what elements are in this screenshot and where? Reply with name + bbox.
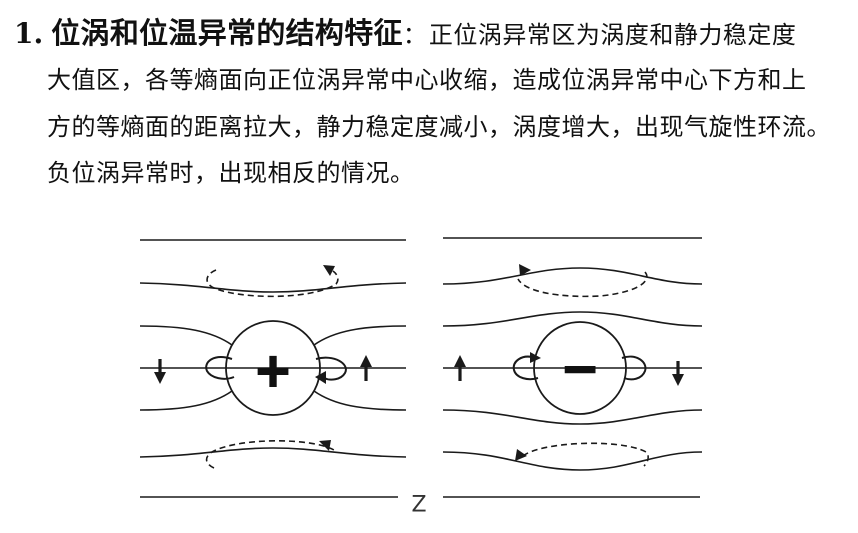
anticyclonic-hook-right — [621, 355, 647, 381]
paragraph-line-3: 方的等熵面的距离拉大，静力稳定度减小，涡度增大，出现气旋性环流。 — [47, 113, 831, 141]
paragraph-line-3-row: 方的等熵面的距离拉大，静力稳定度减小，涡度增大，出现气旋性环流。 — [47, 107, 831, 147]
heading-colon: ： — [402, 21, 427, 49]
lower-circulation — [205, 440, 335, 469]
lower-circulation — [522, 442, 649, 467]
lower-circulation-arrowhead — [515, 449, 527, 461]
positive-anomaly-panel: + — [139, 239, 407, 498]
down-arrow-icon — [154, 372, 166, 384]
paragraph-first-line: 1. 位涡和位温异常的结构特征 ： 正位涡异常区为涡度和静力稳定度 — [14, 13, 796, 53]
isentrope-near-lower-left — [139, 390, 233, 411]
paragraph-line-4: 负位涡异常时，出现相反的情况。 — [47, 159, 415, 187]
cyclonic-hook-right — [315, 356, 347, 381]
upper-circulation — [206, 269, 339, 298]
z-axis-label: Z — [411, 493, 426, 518]
isentrope-upper — [139, 282, 407, 293]
isentrope-near-lower-right — [313, 390, 407, 411]
lower-circulation-arrowhead — [319, 440, 331, 451]
positive-sign: + — [254, 343, 293, 397]
upper-circulation-arrowhead — [519, 264, 531, 276]
down-arrow-icon — [672, 374, 684, 386]
isentrope-lower — [139, 447, 407, 458]
isentrope-lower — [442, 451, 703, 471]
cyclonic-hook-left — [205, 356, 235, 380]
negative-anomaly-panel: − — [442, 237, 703, 498]
positive-anomaly-circle — [225, 320, 321, 416]
paragraph-number: 1. — [14, 17, 44, 50]
isentrope-near-upper — [442, 311, 703, 327]
isentrope-near-upper-right — [313, 325, 407, 346]
anticyclonic-hook-left — [512, 355, 539, 381]
isentrope-upper — [442, 267, 703, 285]
up-arrow-icon — [360, 355, 372, 367]
paragraph-line-2-row: 大值区，各等熵面向正位涡异常中心收缩，造成位涡异常中心下方和上 — [47, 60, 807, 100]
negative-sign: − — [561, 341, 600, 395]
paragraph-line-1: 正位涡异常区为涡度和静力稳定度 — [428, 21, 797, 49]
anticyclonic-hook-arrowhead — [530, 352, 541, 363]
up-arrow-icon — [454, 355, 466, 367]
paragraph-line-4-row: 负位涡异常时，出现相反的情况。 — [47, 153, 415, 193]
negative-anomaly-circle — [533, 321, 627, 415]
isentrope-near-lower — [442, 409, 703, 425]
paragraph-heading: 位涡和位温异常的结构特征 — [51, 16, 403, 50]
upper-circulation — [517, 271, 648, 298]
upper-circulation-arrowhead — [323, 265, 335, 276]
paragraph-line-2: 大值区，各等熵面向正位涡异常中心收缩，造成位涡异常中心下方和上 — [47, 66, 807, 94]
cyclonic-hook-arrowhead — [315, 371, 326, 384]
isentrope-near-upper-left — [139, 325, 233, 346]
